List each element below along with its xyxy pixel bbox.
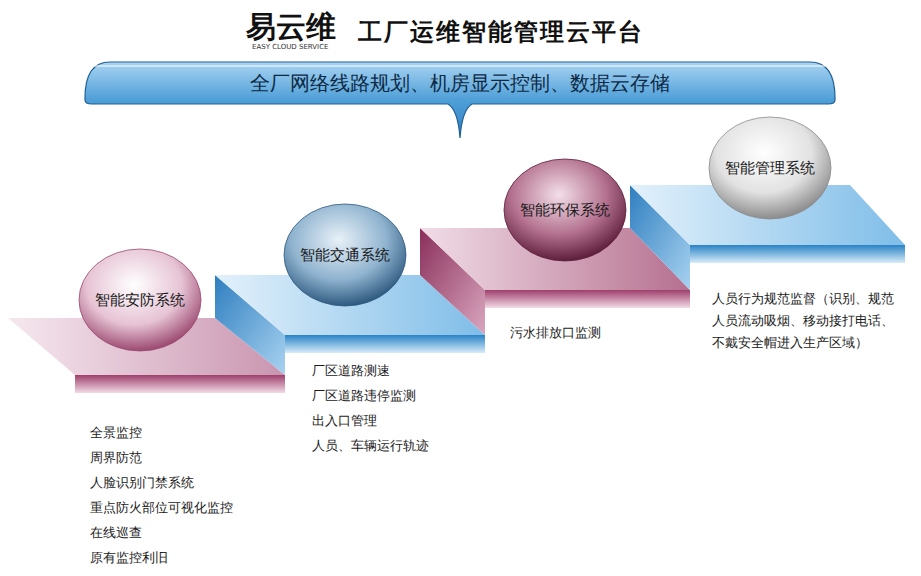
feature-item: 重点防火部位可视化监控 [90,499,233,517]
feature-item: 周界防范 [90,449,142,467]
system-name: 智能环保系统 [520,201,610,220]
feature-item: 人脸识别门禁系统 [90,474,194,492]
feature-item: 人员行为规范监督（识别、规范人员流动吸烟、移动接打电话、不戴安全帽进入生产区域） [712,288,902,354]
feature-item: 厂区道路测速 [312,362,390,380]
feature-item: 污水排放口监测 [510,324,601,342]
system-sphere: 智能安防系统 [78,248,202,352]
system-sphere: 智能交通系统 [283,203,407,307]
feature-item: 在线巡查 [90,524,142,542]
system-sphere: 智能环保系统 [503,158,627,262]
feature-item: 全景监控 [90,424,142,442]
feature-item: 厂区道路违停监测 [312,387,416,405]
feature-item: 人员、车辆运行轨迹 [312,437,429,455]
logo-subtitle: EASY CLOUD SERVICE [252,44,328,52]
page-title: 工厂运维智能管理云平台 [358,16,644,48]
system-name: 智能安防系统 [95,291,185,310]
system-name: 智能交通系统 [300,246,390,265]
system-name: 智能管理系统 [725,159,815,178]
feature-item: 原有监控利旧 [90,549,168,567]
feature-item: 出入口管理 [312,412,377,430]
banner-callout: 全厂网络线路规划、机房显示控制、数据云存储 [110,64,810,103]
banner-text: 全厂网络线路规划、机房显示控制、数据云存储 [250,70,670,97]
logo-text: 易云维 [246,10,336,43]
system-sphere: 智能管理系统 [708,116,832,220]
